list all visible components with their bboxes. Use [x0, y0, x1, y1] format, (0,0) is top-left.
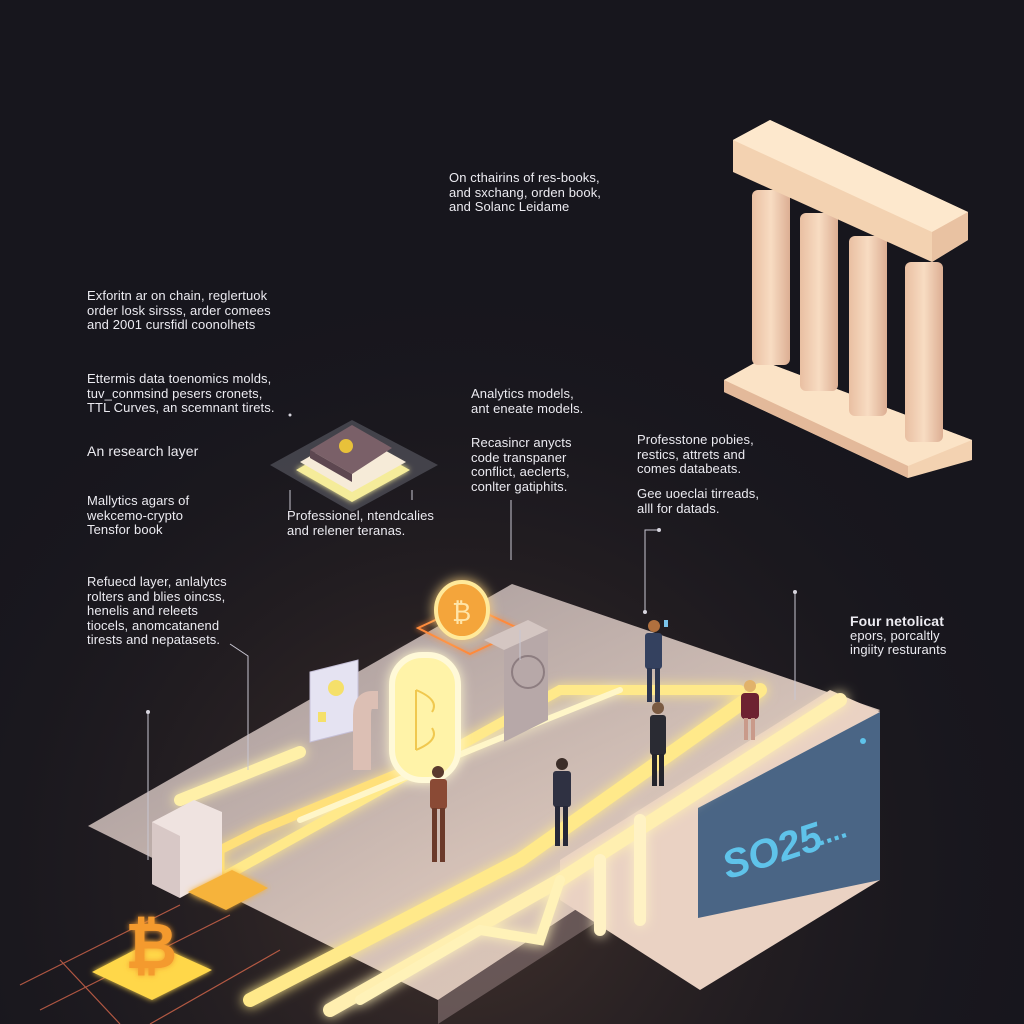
pillars-icon: [724, 120, 972, 478]
bitcoin-logo-icon: ₿: [92, 910, 212, 1000]
safe-icon: [484, 620, 548, 742]
annotation-top-center: On cthairins of res-books, and sxchang, …: [449, 170, 602, 214]
annotation-left-2: Ettermis data toenomics molds, tuv_conms…: [87, 371, 275, 415]
annotation-far-right: Four netolicat epors, porcaltly ingiity …: [850, 613, 947, 657]
svg-text:₿: ₿: [125, 910, 177, 982]
connector-lines: [147, 490, 796, 860]
book-icon: [270, 420, 438, 512]
connector-dots: [146, 413, 797, 714]
server-box: [152, 800, 222, 898]
annotation-left-1: Exforitn ar on chain, reglertuok order l…: [87, 288, 271, 332]
dashboard-card-icon: [309, 659, 359, 743]
person-figure-icon: [430, 620, 759, 862]
annotation-book-caption: Professionel, ntendcalies and relener te…: [287, 508, 435, 538]
annotation-center-2: Recasincr anycts code transpaner conflic…: [471, 435, 572, 494]
svg-text:₿: ₿: [452, 597, 471, 627]
annotation-left-5: Refuecd layer, anlalytcs rolters and bli…: [87, 574, 227, 647]
annotation-right-1: Professtone pobies, restics, attrets and…: [637, 432, 754, 476]
annotation-left-4: Mallytics agars of wekcemo-crypto Tensfo…: [87, 493, 190, 537]
orange-tile: [188, 870, 268, 910]
annotation-center-1: Analytics models, ant eneate models.: [471, 386, 584, 416]
annotation-research-layer: An research layer: [87, 443, 199, 459]
glowing-portal: [389, 652, 461, 783]
annotation-right-2: Gee uoeclai tirreads, alll for datads.: [637, 486, 760, 516]
pipe-tower: [353, 691, 378, 770]
